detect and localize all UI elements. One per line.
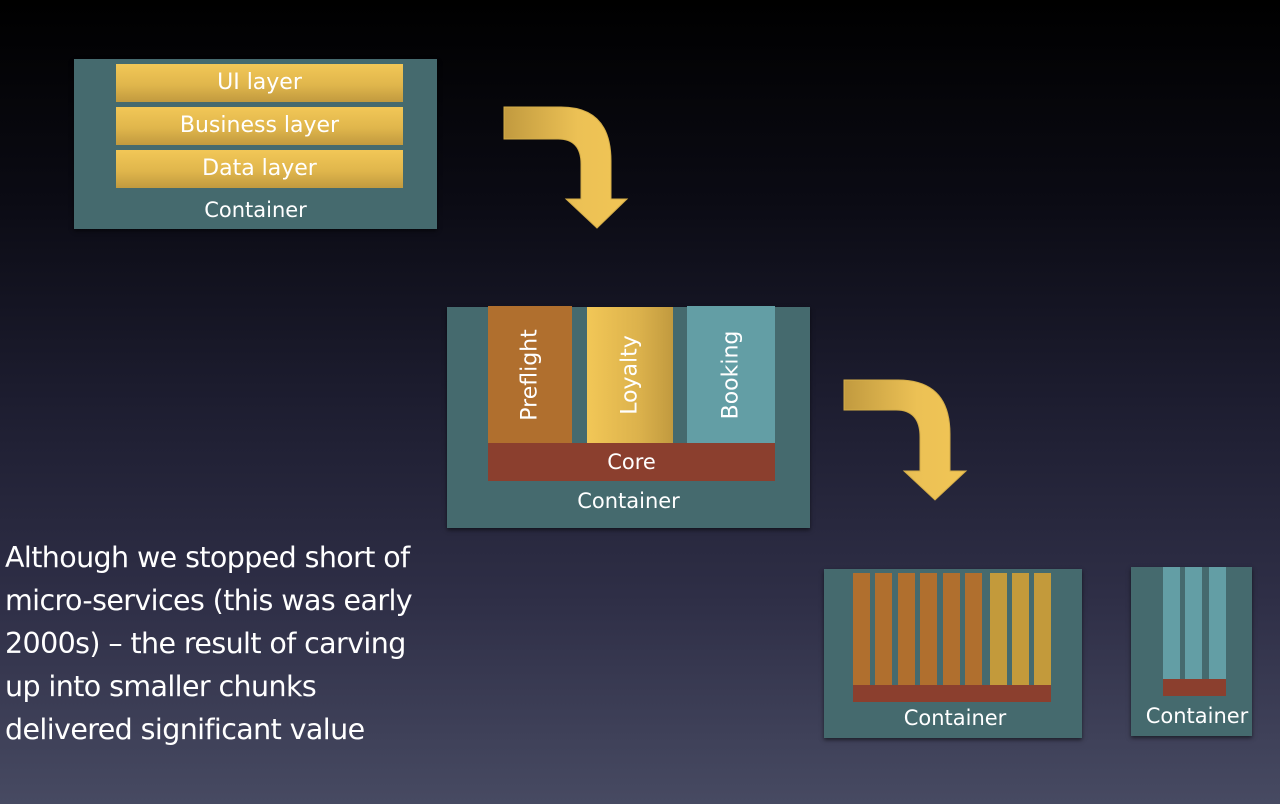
core-block: Core	[488, 443, 775, 481]
service-bar	[1185, 567, 1202, 679]
module-loyalty: Loyalty	[587, 307, 673, 443]
core-bar	[853, 685, 1051, 702]
container-label: Container	[577, 489, 680, 513]
module-label: Booking	[718, 330, 744, 419]
module-label: Preflight	[517, 328, 543, 421]
service-bar	[898, 573, 915, 685]
split-container-a: Container	[824, 569, 1082, 738]
monolith-container: UI layer Business layer Data layer Conta…	[74, 59, 437, 229]
container-label: Container	[1145, 704, 1249, 728]
service-bar	[1012, 573, 1029, 685]
module-label: Loyalty	[617, 335, 643, 415]
service-bar	[1209, 567, 1226, 679]
service-bar	[1163, 567, 1180, 679]
module-booking: Booking	[687, 306, 775, 443]
curved-arrow-down-icon	[843, 379, 968, 501]
service-bar	[920, 573, 937, 685]
service-bar	[965, 573, 982, 685]
service-bar	[990, 573, 1007, 685]
service-bar	[1034, 573, 1051, 685]
service-bar	[853, 573, 870, 685]
ui-layer: UI layer	[116, 64, 403, 102]
modular-container: Preflight Loyalty Booking Core Container	[447, 306, 810, 528]
split-container-b: Container	[1131, 567, 1252, 736]
container-label: Container	[903, 706, 1007, 730]
data-layer: Data layer	[116, 150, 403, 188]
container-label: Container	[204, 198, 307, 222]
business-layer: Business layer	[116, 107, 403, 145]
curved-arrow-down-icon	[503, 106, 629, 229]
slide-caption: Although we stopped short of micro-servi…	[5, 541, 413, 746]
service-bar	[875, 573, 892, 685]
module-preflight: Preflight	[488, 306, 572, 443]
service-bar	[943, 573, 960, 685]
core-bar	[1163, 679, 1226, 696]
